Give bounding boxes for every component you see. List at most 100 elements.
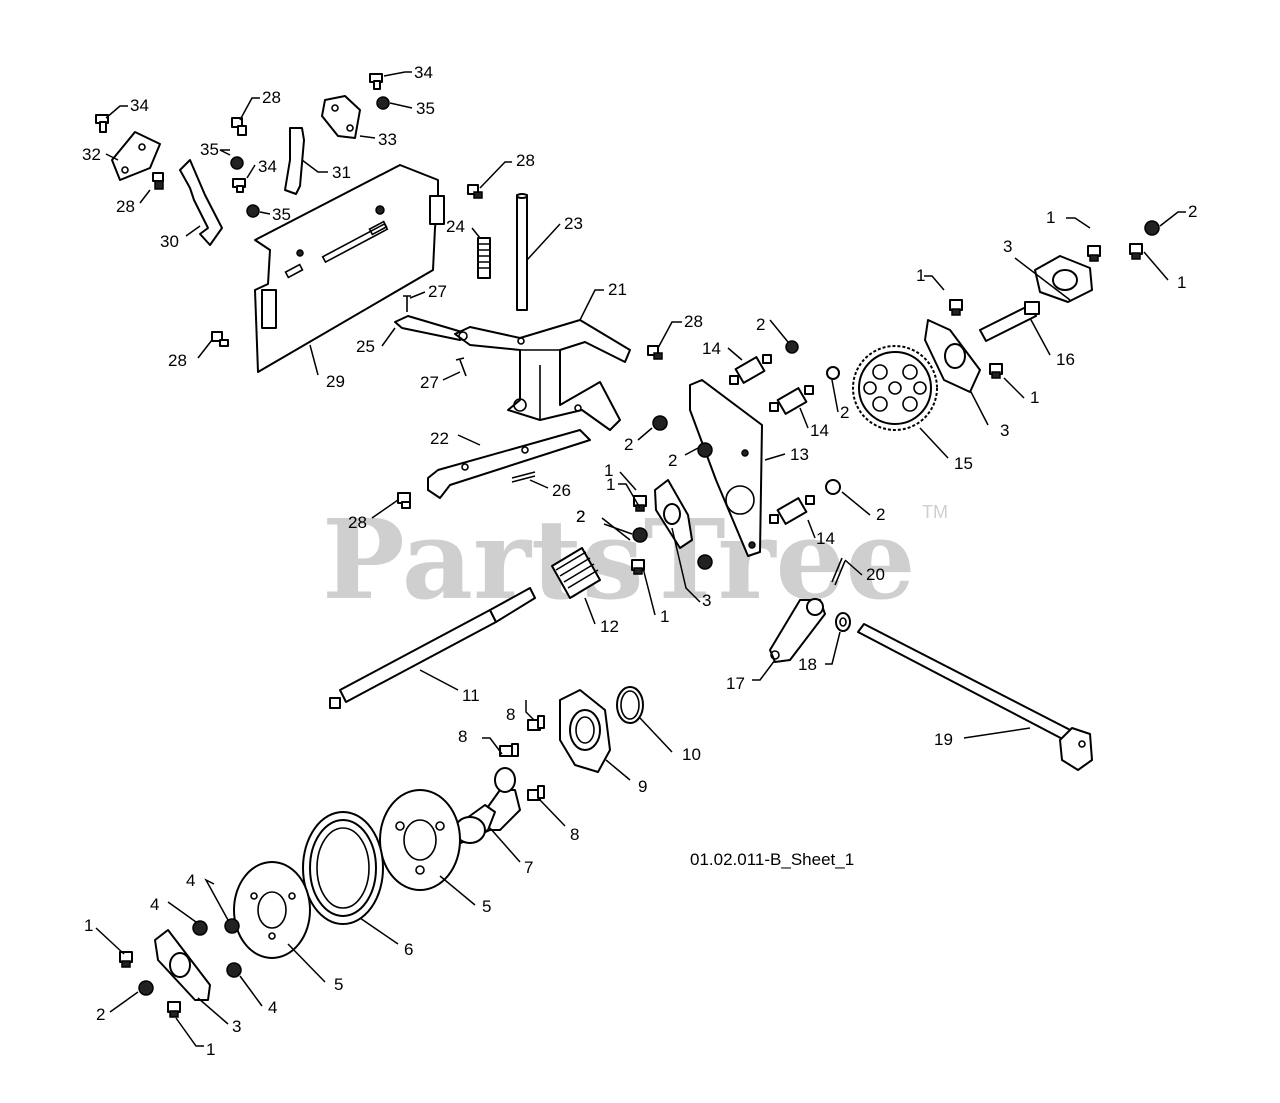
part-2-nut-b[interactable]: [826, 366, 840, 380]
part-5-pulley-half-b[interactable]: [233, 861, 311, 959]
part-2-nut-plate-a[interactable]: [697, 442, 713, 458]
callout-30: 30: [160, 232, 179, 251]
part-28-bolt-b[interactable]: [231, 117, 247, 136]
part-34-bolt-b[interactable]: [232, 178, 246, 193]
callout-23: 23: [564, 214, 583, 233]
callout-8-c: 8: [570, 825, 579, 844]
part-2-nut-lower[interactable]: [138, 980, 154, 996]
part-7-flange-bearing[interactable]: [441, 767, 521, 851]
callout-34-a: 34: [130, 96, 149, 115]
callouts: 34 34 28 35 32 35 34 33 31 28 35 30 28 2…: [82, 63, 1197, 1059]
part-24-spring[interactable]: [477, 237, 491, 279]
part-20-pin[interactable]: [831, 557, 846, 586]
part-3-bearing-plate-mid[interactable]: [654, 479, 693, 549]
part-35-nut-c[interactable]: [376, 96, 390, 110]
part-3-bearing-plate-lower[interactable]: [154, 929, 211, 1001]
callout-3-d: 3: [232, 1017, 241, 1036]
part-12-pinion-gear[interactable]: [551, 547, 601, 599]
callout-31: 31: [332, 163, 351, 182]
part-2-nut-plate-b[interactable]: [697, 554, 713, 570]
part-17-lever[interactable]: [769, 598, 826, 663]
part-15-gear[interactable]: [852, 345, 938, 431]
part-14-standoff-a[interactable]: [729, 354, 772, 385]
part-8-bolt-a[interactable]: [499, 743, 519, 757]
part-34-bolt-c[interactable]: [369, 73, 383, 90]
callout-27-a: 27: [428, 282, 447, 301]
callout-26: 26: [552, 481, 571, 500]
part-8-bolt-c[interactable]: [527, 785, 545, 801]
part-1-bolt-lower-b[interactable]: [167, 1001, 181, 1018]
callout-2-d: 2: [668, 451, 677, 470]
part-2-nut-c[interactable]: [825, 479, 841, 495]
callout-1-g: 1: [606, 475, 615, 494]
part-3-bearing-plate-right[interactable]: [924, 319, 981, 393]
part-1-bolt-mid-b[interactable]: [631, 559, 645, 575]
part-29-side-plate[interactable]: [254, 164, 445, 373]
part-1-bolt-lower-a[interactable]: [119, 951, 133, 968]
part-34-bolt-a[interactable]: [95, 114, 109, 133]
callout-8-a: 8: [458, 727, 467, 746]
part-9-bearing-housing[interactable]: [559, 689, 611, 773]
part-26-pin[interactable]: [511, 471, 536, 483]
part-8-bolt-b[interactable]: [527, 715, 545, 731]
part-2-nut-a[interactable]: [785, 340, 799, 354]
part-21-bracket[interactable]: [454, 319, 631, 431]
part-2-nut-mid[interactable]: [632, 527, 648, 543]
part-1-bolt-top-a[interactable]: [1087, 245, 1101, 262]
callout-35-a: 35: [416, 99, 435, 118]
part-35-nut-b[interactable]: [246, 204, 260, 218]
part-28-bolt-c[interactable]: [467, 184, 483, 199]
part-33-plate[interactable]: [321, 95, 361, 139]
part-28-bolt-a[interactable]: [152, 172, 164, 190]
callout-14-c: 14: [816, 529, 835, 548]
part-4-nut-b[interactable]: [224, 918, 240, 934]
part-28-bolt-f[interactable]: [397, 492, 411, 509]
callout-3-c: 3: [1000, 421, 1009, 440]
callout-5-b: 5: [334, 975, 343, 994]
part-14-standoff-b[interactable]: [769, 385, 814, 415]
part-2-nut-d[interactable]: [652, 415, 668, 431]
part-1-bolt-top-b[interactable]: [1129, 243, 1143, 260]
callout-25: 25: [356, 337, 375, 356]
part-6-pulley-belt[interactable]: [302, 811, 384, 925]
part-4-nut-a[interactable]: [192, 920, 208, 936]
part-1-bolt-right-a[interactable]: [949, 299, 963, 316]
part-18-washer[interactable]: [835, 612, 851, 632]
part-11-shaft[interactable]: [329, 587, 536, 709]
callout-3-a: 3: [702, 591, 711, 610]
callout-10: 10: [682, 745, 701, 764]
part-27-pin-a[interactable]: [403, 295, 411, 312]
part-27-pin-b[interactable]: [455, 357, 467, 377]
part-4-nut-c[interactable]: [226, 962, 242, 978]
callout-1-h: 1: [84, 916, 93, 935]
part-2-nut-top[interactable]: [1144, 220, 1160, 236]
callout-35-c: 35: [272, 205, 291, 224]
callout-1-i: 1: [206, 1040, 215, 1059]
callout-33: 33: [378, 130, 397, 149]
part-30-bracket[interactable]: [179, 159, 223, 246]
part-3-bearing-plate-top-right[interactable]: [1034, 255, 1093, 303]
part-5-pulley-half-a[interactable]: [379, 789, 461, 891]
part-28-bolt-d[interactable]: [211, 331, 229, 347]
part-32-bracket[interactable]: [111, 131, 161, 181]
part-19-shaft[interactable]: [857, 623, 1093, 771]
callout-1-d: 1: [916, 266, 925, 285]
part-31-bracket[interactable]: [284, 127, 305, 195]
callout-3-b: 3: [1003, 237, 1012, 256]
part-13-plate[interactable]: [689, 379, 763, 557]
part-1-bolt-mid-a[interactable]: [633, 495, 647, 512]
callout-28-f: 28: [348, 513, 367, 532]
part-35-nut-a[interactable]: [230, 156, 244, 170]
part-1-bolt-right-b[interactable]: [989, 363, 1003, 379]
part-10-snap-ring[interactable]: [616, 686, 644, 724]
callout-2-e: 2: [576, 507, 585, 526]
callout-18: 18: [798, 655, 817, 674]
part-16-shaft[interactable]: [979, 301, 1040, 342]
part-23-shaft[interactable]: [516, 193, 528, 311]
callout-13: 13: [790, 445, 809, 464]
part-14-standoff-c[interactable]: [769, 495, 815, 525]
part-28-bolt-e[interactable]: [647, 345, 663, 360]
part-22-lever[interactable]: [427, 429, 591, 499]
part-25-rod[interactable]: [394, 315, 463, 341]
callout-34-c: 34: [258, 157, 277, 176]
